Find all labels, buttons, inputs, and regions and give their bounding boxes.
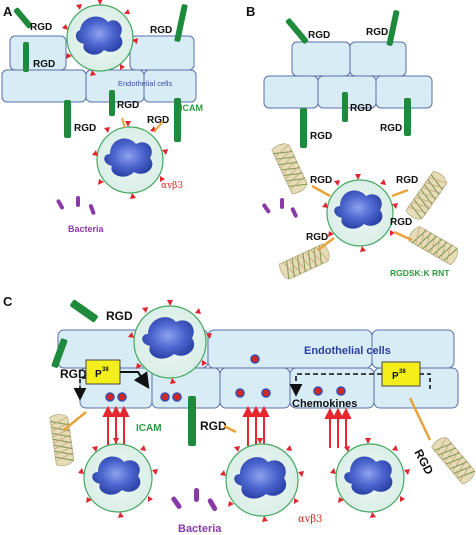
icam-receptor-icon [109, 90, 115, 116]
rosette-nanotube-icon [48, 412, 76, 468]
icam-receptor-icon [188, 396, 196, 446]
rgd-label: RGD [200, 419, 227, 433]
panel-a-receptors: RGD RGD RGD RGD RGD RGD ICAM [13, 4, 203, 142]
p38-kinase-icon: P 38 [85, 359, 121, 385]
rgd-label: RGD [366, 27, 388, 38]
rgd-label: RGD [147, 115, 169, 126]
rgd-label: RGD [350, 103, 372, 114]
bacterium-icon [207, 498, 218, 512]
rgd-label: RGD [117, 100, 139, 111]
neutrophil-icon [220, 438, 304, 522]
icam-receptor-icon [23, 42, 29, 72]
neutrophil-icon [128, 300, 212, 384]
granules [105, 354, 346, 402]
bacteria-group: Bacteria [171, 488, 222, 535]
neutrophil-icon [78, 438, 158, 518]
bacteria-group: Bacteria [56, 196, 105, 234]
icam-receptor-icon [70, 299, 98, 323]
endothelial-cell [291, 41, 351, 77]
svg-text:38: 38 [102, 367, 109, 373]
rgd-label: RGD [306, 232, 328, 243]
endothelial-cell [129, 35, 195, 71]
panel-c: C Endothelial cells [3, 294, 476, 535]
rgd-label: RGD [308, 30, 330, 41]
rgd-label: RGD [380, 123, 402, 134]
rgd-label: RGD [310, 131, 332, 142]
endothelial-cell [349, 41, 407, 77]
bacterium-icon [280, 198, 284, 209]
svg-text:38: 38 [399, 369, 406, 375]
bacterium-icon [194, 488, 199, 502]
panel-b-endothelium [263, 41, 433, 109]
panel-b-rnts: RGD RGD RGD RGD RGDSK:K RNT [270, 140, 462, 282]
rgd-label: RGD [30, 22, 52, 33]
bacterium-icon [262, 203, 271, 214]
rgd-label: RGD [74, 123, 96, 134]
chemokines-label: Chemokines [292, 398, 357, 410]
icam-label: ICAM [180, 103, 203, 113]
icam-receptor-icon [404, 98, 411, 136]
endothelial-cell [143, 69, 197, 103]
bacterium-icon [56, 199, 64, 210]
rosette-nanotube-icon [270, 140, 310, 196]
panel-a: A Endothelial cells RGD RGD [1, 0, 203, 234]
panel-c-receptors: RGD RGD RGD ICAM [51, 299, 237, 446]
rgd-label: RGD [396, 175, 418, 186]
icam-receptor-icon [386, 10, 400, 46]
icam-receptor-icon [174, 98, 181, 142]
rgd-label: RGD [411, 447, 436, 477]
bacterium-icon [76, 196, 80, 207]
endothelial-cell [263, 75, 319, 109]
icam-receptor-icon [13, 7, 33, 29]
icam-receptor-icon [64, 100, 71, 138]
neutrophil-icon [322, 174, 398, 252]
svg-text:P: P [95, 369, 102, 380]
bacterium-icon [171, 496, 182, 509]
neutrophil-icon [92, 117, 168, 199]
bacteria-group [262, 198, 298, 218]
rgd-label: RGD [150, 25, 172, 36]
panel-b: B RGD RGD RGD RGD RGD [246, 4, 462, 282]
integrin-label: αvβ3 [298, 514, 323, 525]
bacteria-label: Bacteria [178, 523, 222, 535]
rgd-label: RGD [60, 367, 87, 381]
icam-label: ICAM [136, 423, 162, 434]
integrin-label: αvβ3 [161, 181, 183, 191]
panel-a-letter: A [3, 4, 13, 19]
rgd-label: RGD [33, 59, 55, 70]
panel-a-endothelium: Endothelial cells [1, 35, 197, 103]
neutrophil-icon [62, 0, 138, 76]
panel-b-receptors: RGD RGD RGD RGD RGD [285, 10, 411, 148]
rosette-nanotube-icon [406, 223, 462, 267]
bacterium-icon [88, 204, 96, 215]
endothelial-cells-label: Endothelial cells [118, 79, 172, 88]
neutrophil-icon [330, 438, 410, 518]
rnt-label: RGDSK:K RNT [390, 268, 450, 278]
icam-receptor-icon [51, 338, 68, 368]
icam-receptor-icon [285, 18, 309, 44]
endothelial-cell [219, 367, 291, 409]
panel-b-letter: B [246, 4, 255, 19]
svg-text:P: P [392, 371, 399, 382]
rgd-label: RGD [310, 175, 332, 186]
rgd-label: RGD [106, 309, 133, 323]
p38-kinase-icon: P 38 [381, 361, 421, 387]
rgd-label: RGD [390, 217, 412, 228]
icam-receptor-icon [300, 108, 307, 148]
rosette-nanotube-icon [277, 242, 333, 282]
icam-receptor-icon [342, 92, 348, 122]
icam-receptor-icon [174, 4, 188, 42]
endothelial-cells-label: Endothelial cells [304, 345, 391, 357]
bacterium-icon [290, 207, 298, 218]
panel-c-letter: C [3, 294, 13, 309]
endothelial-cell [1, 69, 87, 103]
rosette-nanotube-icon [430, 434, 476, 486]
bacteria-label: Bacteria [68, 224, 105, 234]
